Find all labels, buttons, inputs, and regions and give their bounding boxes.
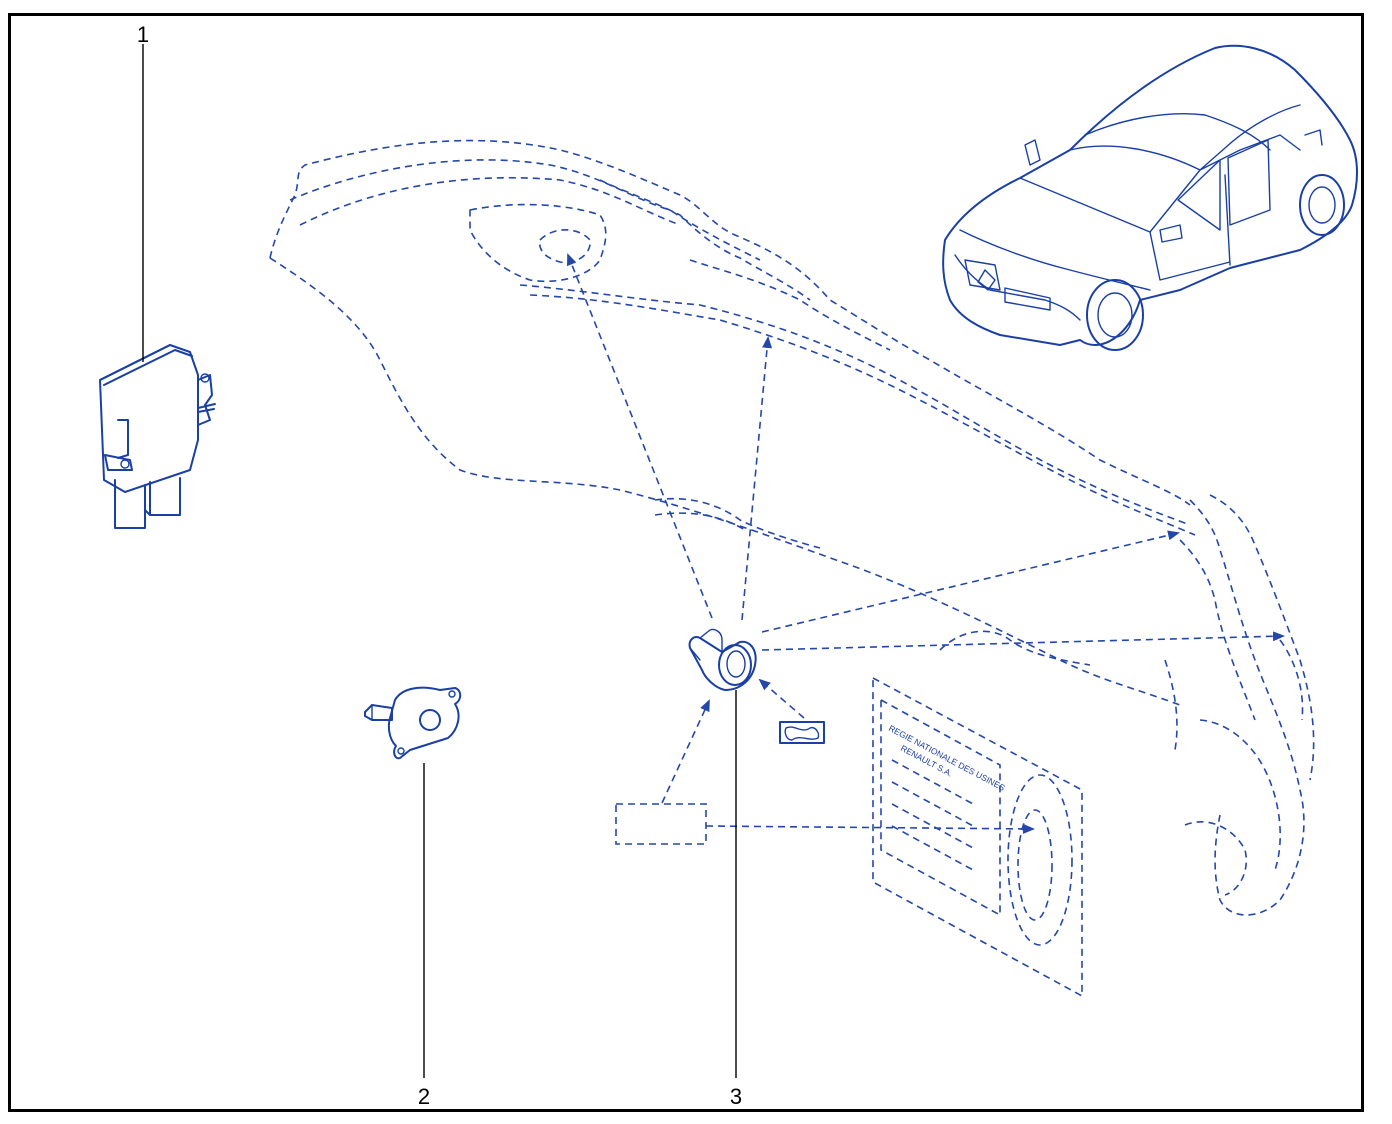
callout-2: 2 — [418, 1084, 430, 1109]
arrow-to-bumper-right — [761, 530, 1180, 633]
callout-1: 1 — [137, 22, 149, 47]
arrow-kit-to-plate — [705, 823, 1035, 834]
callout-3: 3 — [730, 1084, 742, 1109]
seal-ring-icon — [779, 721, 825, 744]
car-hatchback-icon — [942, 44, 1358, 351]
buzzer-icon — [364, 686, 462, 760]
fitting-arrows — [567, 253, 1285, 834]
control-unit-icon — [99, 344, 216, 529]
identification-plate: REGIE NATIONALE DES USINES RENAULT S.A. — [872, 676, 1083, 998]
arrow-to-bumper-far-right — [761, 631, 1285, 651]
arrow-to-bumper-left — [567, 253, 713, 619]
arrow-to-bumper-center — [741, 336, 773, 621]
parking-sensor-icon — [688, 628, 757, 691]
sensor-kit-outline — [615, 803, 707, 845]
diagram-frame — [8, 13, 1364, 1112]
arrow-seal-to-sensor — [758, 678, 805, 719]
arrow-kit-to-sensor — [661, 699, 710, 804]
plate-line-1: REGIE NATIONALE DES USINES — [887, 723, 1007, 793]
rear-bumper-outline — [269, 139, 1315, 916]
